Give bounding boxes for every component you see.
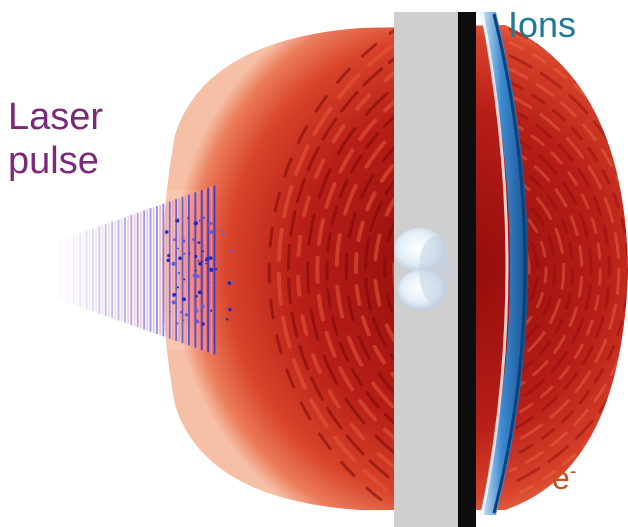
electron-dot: [192, 238, 195, 241]
electron-dot: [172, 293, 176, 297]
electron-dot: [201, 260, 203, 263]
electron-dot: [195, 295, 198, 298]
ion-front: [480, 11, 528, 516]
electron-dot: [183, 252, 186, 255]
laser-stripe: [213, 185, 216, 355]
plasma-wave-ring: [287, 25, 472, 510]
electron-dot: [228, 307, 232, 312]
electron-dot: [195, 319, 200, 324]
plasma-wave-ring: [296, 30, 472, 510]
target-foil-black: [458, 12, 476, 527]
electron-dot: [220, 259, 223, 262]
electron-dot: [176, 286, 179, 289]
electron-dot: [209, 221, 213, 225]
electron-dot: [171, 261, 176, 266]
electron-dot: [210, 309, 213, 312]
laser-pulse-label: Laser pulse: [8, 96, 103, 183]
electron-dot: [181, 297, 186, 302]
electron-dot: [175, 322, 179, 325]
plasma-wave-ring: [508, 134, 593, 406]
laser-label-line1: Laser: [8, 96, 104, 138]
plasma-wave-ring: [508, 94, 621, 446]
electron-dot: [167, 254, 171, 258]
electron-dot: [201, 322, 205, 326]
plasma-wave-ring: [267, 25, 472, 510]
electron-dot: [231, 280, 234, 284]
plasma-wave-ring: [508, 107, 612, 433]
plasma-wave-ring: [306, 44, 472, 496]
electron-dot: [177, 271, 181, 275]
electron-dot: [171, 300, 176, 305]
electron-dot: [188, 252, 191, 255]
electron-dot: [227, 281, 232, 285]
electrons-label: e-: [552, 460, 576, 497]
laser-label-line2: pulse: [8, 139, 99, 182]
electron-dot: [183, 278, 186, 281]
electron-dot: [209, 230, 213, 234]
electron-dot: [164, 230, 169, 234]
hole-boring-blob: [394, 228, 451, 310]
electron-dot: [221, 233, 225, 236]
ions-label: Ions: [508, 4, 577, 45]
electron-dot: [181, 239, 186, 243]
plasma-wave-ring: [508, 54, 628, 486]
plasma-wave-ring: [276, 25, 472, 510]
plasma-wave-ring: [508, 120, 602, 420]
electron-dot: [205, 262, 207, 265]
electron-dot: [207, 223, 211, 226]
plasma-wave-ring: [508, 160, 575, 380]
electron-dot: [175, 218, 178, 221]
electron-dot: [231, 270, 233, 273]
electron-dot: [177, 247, 179, 250]
plasma-wave-ring: [508, 187, 557, 353]
electron-dot: [195, 309, 199, 313]
electron-dot: [201, 244, 204, 247]
electron-dot: [225, 318, 229, 321]
plasma-wave-ring: [508, 67, 628, 473]
electron-dot: [197, 290, 202, 295]
electron-dot: [173, 238, 176, 242]
electron-dot: [230, 249, 234, 253]
electron-dot: [209, 267, 214, 272]
plasma-wave-ring: [508, 147, 584, 393]
electron-dot: [208, 256, 213, 260]
plasma-wave-ring: [508, 41, 628, 499]
electron-dot: [194, 254, 198, 259]
electron-dot: [193, 221, 198, 226]
electron-dot: [215, 268, 218, 271]
plasma-wave-ring: [508, 174, 566, 366]
electrons-label-base: e: [552, 460, 570, 496]
electron-dot: [180, 310, 184, 314]
plasma-wave-ring: [508, 80, 628, 460]
electrons-label-sup: -: [569, 460, 577, 483]
electron-dot: [166, 258, 171, 263]
electron-dot: [184, 313, 188, 317]
electron-dot: [200, 304, 205, 309]
electron-dot: [169, 311, 172, 313]
electron-dot: [219, 229, 222, 231]
electron-dot: [178, 256, 182, 261]
electron-dot: [194, 273, 199, 278]
electron-dot: [195, 269, 197, 272]
electron-dot: [197, 241, 201, 245]
electron-dot: [198, 261, 203, 266]
plasma-wave-ring: [325, 70, 472, 470]
electron-dot: [187, 217, 190, 219]
electron-dot: [194, 305, 198, 309]
electron-dot: [202, 216, 206, 219]
electron-dot: [205, 257, 210, 262]
electron-dot: [214, 284, 217, 287]
electron-dot: [226, 276, 229, 279]
laser-pulse: [50, 185, 234, 355]
electron-dot: [198, 219, 201, 222]
electron-dot: [197, 259, 200, 262]
electron-dot: [182, 319, 185, 322]
electron-dot: [202, 250, 205, 253]
